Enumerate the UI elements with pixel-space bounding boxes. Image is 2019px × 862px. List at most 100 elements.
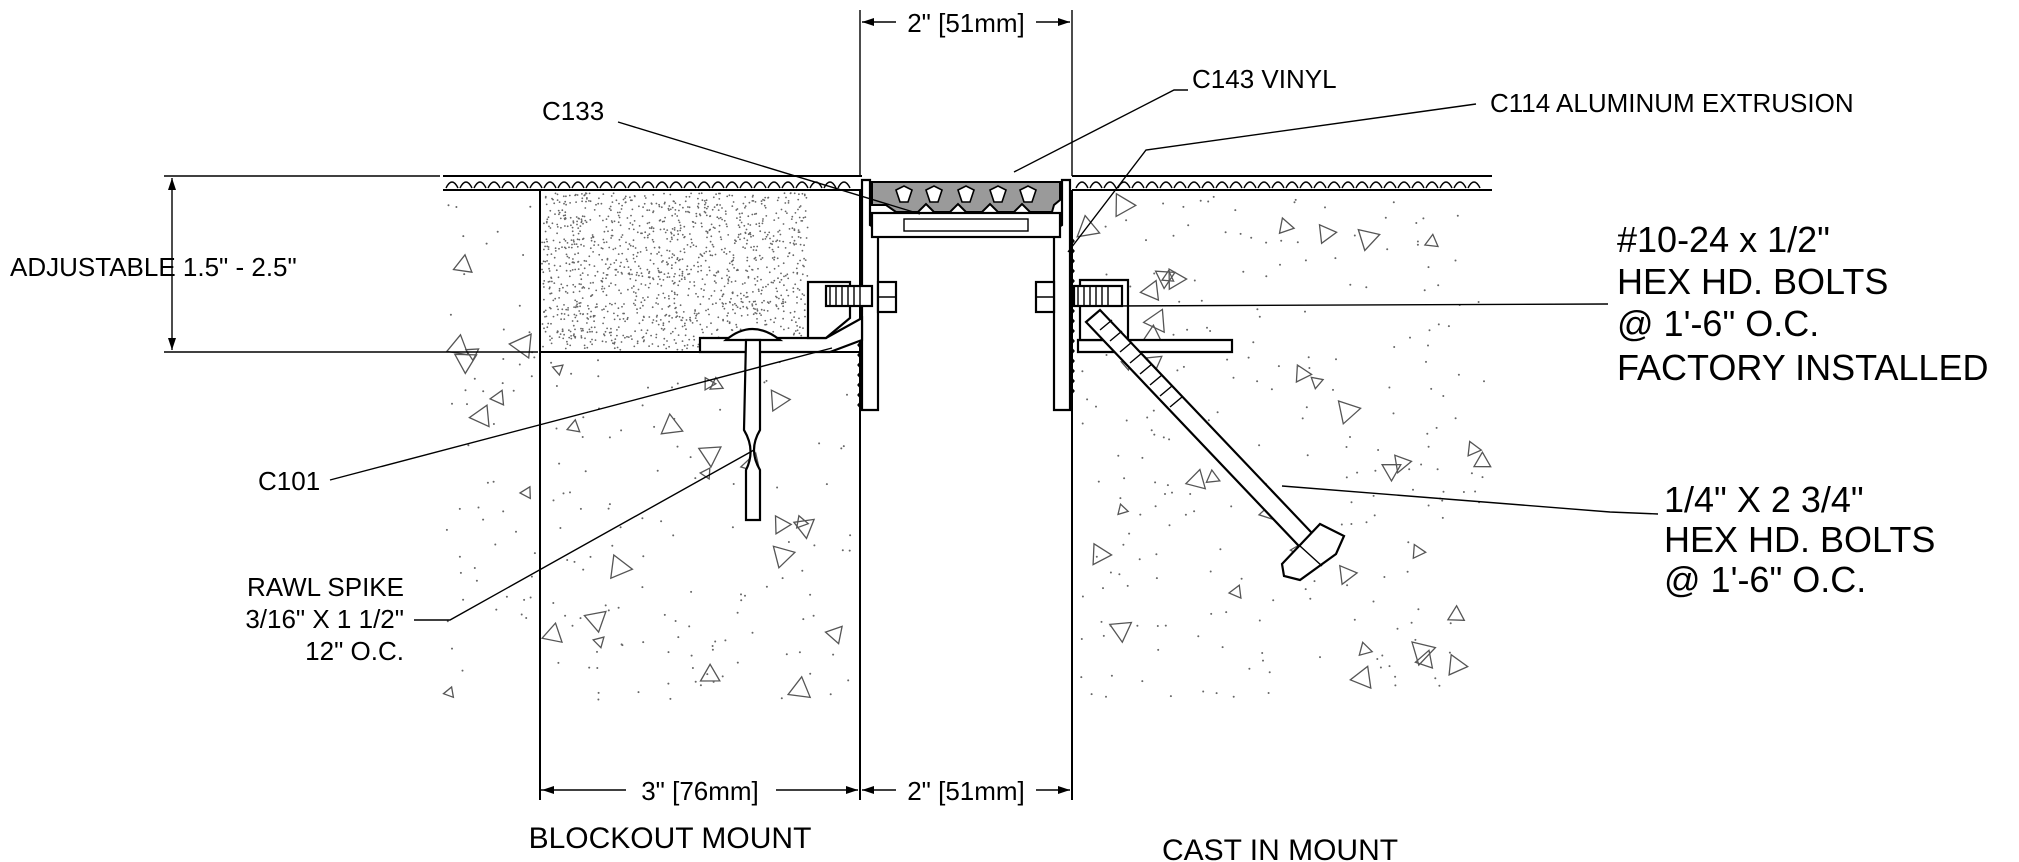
grout-dot: [676, 230, 679, 232]
aggregate-dot: [525, 617, 528, 619]
grout-dot: [777, 196, 780, 199]
grout-dot: [719, 216, 722, 219]
surface-hatch-mark: [1159, 181, 1173, 189]
grout-dot: [681, 270, 684, 273]
grout-dot: [783, 284, 785, 287]
aggregate-dot: [579, 507, 582, 510]
grout-dot: [797, 229, 800, 232]
grout-dot: [571, 226, 574, 229]
aggregate-dot: [694, 477, 697, 480]
grout-dot: [694, 309, 696, 311]
grout-dot: [659, 319, 662, 321]
grout-dot: [676, 238, 679, 241]
grout-dot: [663, 337, 666, 340]
grout-dot: [710, 294, 713, 297]
grout-dot: [590, 326, 593, 329]
grout-dot: [645, 249, 648, 252]
grout-dot: [802, 216, 805, 219]
grout-dot: [550, 342, 553, 345]
grout-dot: [652, 227, 655, 230]
aggregate-dot: [677, 636, 680, 639]
aggregate-dot: [1448, 651, 1451, 654]
grout-dot: [565, 308, 568, 311]
grout-dot: [731, 260, 734, 262]
aggregate-dot: [1162, 202, 1165, 205]
grout-dot: [561, 209, 564, 212]
aggregate-dot: [1417, 608, 1420, 611]
grout-dot: [547, 246, 550, 248]
aggregate-dot: [763, 381, 766, 384]
grout-dot: [615, 199, 618, 202]
grout-dot: [755, 249, 758, 252]
grout-dot: [646, 222, 649, 225]
grout-dot: [760, 308, 763, 311]
grout-dot: [549, 227, 552, 229]
grout-dot: [712, 196, 715, 199]
grout-dot: [583, 347, 586, 349]
aggregate-dot: [1396, 627, 1399, 630]
aggregate-triangle: [772, 545, 797, 570]
aggregate-dot: [829, 693, 832, 696]
grout-dot: [580, 221, 583, 224]
grout-dot: [670, 232, 673, 235]
grout-dot: [721, 302, 724, 304]
grout-dot: [558, 241, 561, 244]
grout-dot: [577, 261, 579, 263]
large-bolt-callout: 1/4" X 2 3/4" HEX HD. BOLTS @ 1'-6" O.C.: [1664, 479, 1935, 600]
large-hex-bolt: [1084, 308, 1346, 582]
grout-dot: [621, 234, 624, 236]
grout-dot: [765, 323, 768, 326]
small-hex-bolt-right: [1034, 280, 1124, 314]
grout-dot: [543, 248, 545, 251]
grout-dot: [556, 331, 559, 334]
aggregate-dot: [1199, 199, 1202, 202]
grout-dot: [798, 193, 800, 196]
aggregate-dot: [1416, 243, 1419, 246]
grout-dot: [602, 272, 605, 274]
aggregate-triangle: [774, 514, 793, 535]
grout-dot: [688, 195, 691, 198]
grout-dot: [764, 238, 767, 240]
grout-dot: [566, 340, 568, 343]
grout-dot: [799, 236, 802, 239]
grout-dot: [775, 240, 777, 243]
grout-dot: [623, 266, 626, 268]
aggregate-dot: [579, 617, 582, 620]
aggregate-dot: [571, 624, 574, 627]
grout-dot: [741, 301, 744, 304]
grout-dot: [562, 195, 565, 198]
grout-dot: [796, 262, 799, 265]
grout-dot: [726, 195, 729, 198]
grout-dot: [711, 254, 714, 257]
grout-dot: [770, 281, 773, 284]
grout-dot: [718, 224, 721, 227]
aggregate-dot: [1128, 532, 1131, 535]
grout-dot: [728, 250, 731, 253]
grout-dot: [798, 216, 801, 219]
grout-dot: [796, 271, 799, 274]
grout-dot: [631, 338, 633, 340]
surface-hatch-mark: [683, 181, 697, 189]
grout-dot: [601, 280, 603, 282]
grout-dot: [751, 213, 754, 216]
grout-dot: [793, 228, 796, 231]
grout-dot: [767, 197, 769, 199]
aggregate-dot: [724, 639, 727, 642]
aggregate-dot: [849, 534, 852, 537]
grout-dot: [671, 256, 673, 259]
grout-dot: [658, 246, 661, 249]
aggregate-dot: [570, 372, 573, 375]
grout-dot: [655, 302, 657, 304]
grout-dot: [592, 236, 595, 239]
grout-dot: [618, 238, 621, 241]
aggregate-triangle: [824, 625, 843, 645]
grout-dot: [574, 299, 577, 302]
grout-dot: [566, 225, 569, 228]
grout-dot: [796, 296, 798, 298]
grout-dot: [589, 316, 592, 318]
grout-dot: [728, 262, 731, 265]
aggregate-dot: [555, 427, 558, 430]
grout-dot: [745, 306, 748, 309]
grout-dot: [719, 236, 722, 239]
aggregate-dot: [492, 480, 495, 483]
